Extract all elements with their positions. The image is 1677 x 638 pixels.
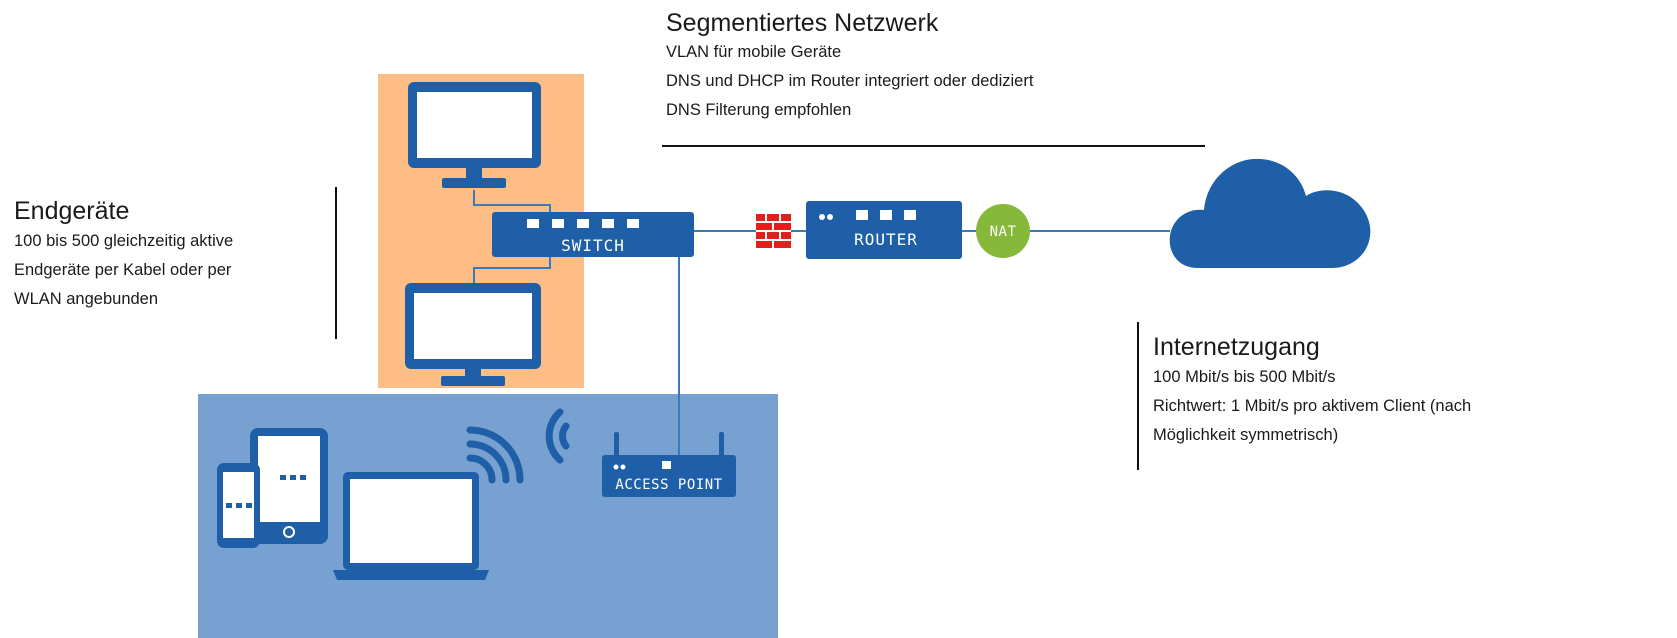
tablet-icon: [250, 428, 328, 544]
monitor-bottom-link: [473, 254, 551, 283]
endpoints-divider: [335, 187, 337, 339]
firewall-icon: [756, 214, 791, 248]
network-line: DNS und DHCP im Router integriert oder d…: [666, 72, 1034, 90]
network-line: DNS Filterung empfohlen: [666, 101, 852, 119]
switch-icon: [492, 212, 694, 257]
cloud-icon: [1169, 158, 1371, 268]
internet-line: 100 Mbit/s bis 500 Mbit/s: [1153, 368, 1336, 386]
endpoints-line: WLAN angebunden: [14, 290, 159, 308]
internet-heading: Internetzugang: [1153, 333, 1320, 361]
monitor-icon: [405, 283, 541, 386]
network-line: VLAN für mobile Geräte: [666, 43, 842, 61]
endpoints-line: Endgeräte per Kabel oder per: [14, 261, 232, 279]
smartphone-icon: [217, 463, 260, 548]
endpoints-heading: Endgeräte: [14, 197, 130, 225]
internet-line: Richtwert: 1 Mbit/s pro aktivem Client (…: [1153, 397, 1472, 415]
network-divider: [662, 145, 1205, 147]
switch-label: SWITCH: [561, 236, 625, 255]
network-heading: Segmentiertes Netzwerk: [666, 9, 939, 37]
laptop-icon: [333, 472, 489, 580]
monitor-icon: [408, 82, 541, 188]
wifi-signal-icon: [466, 426, 524, 484]
router-icon: [806, 201, 962, 259]
access-point-icon: [602, 432, 736, 497]
nat-label: NAT: [990, 224, 1017, 240]
wifi-signal-icon: [545, 408, 570, 464]
router-label: ROUTER: [854, 230, 918, 249]
endpoints-line: 100 bis 500 gleichzeitig aktive: [14, 232, 234, 250]
internet-divider: [1137, 322, 1139, 470]
nat-badge: [976, 204, 1030, 258]
monitor-top-link: [473, 190, 551, 213]
access-point-label: ACCESS POINT: [615, 477, 722, 493]
internet-line: Möglichkeit symmetrisch): [1153, 426, 1339, 444]
